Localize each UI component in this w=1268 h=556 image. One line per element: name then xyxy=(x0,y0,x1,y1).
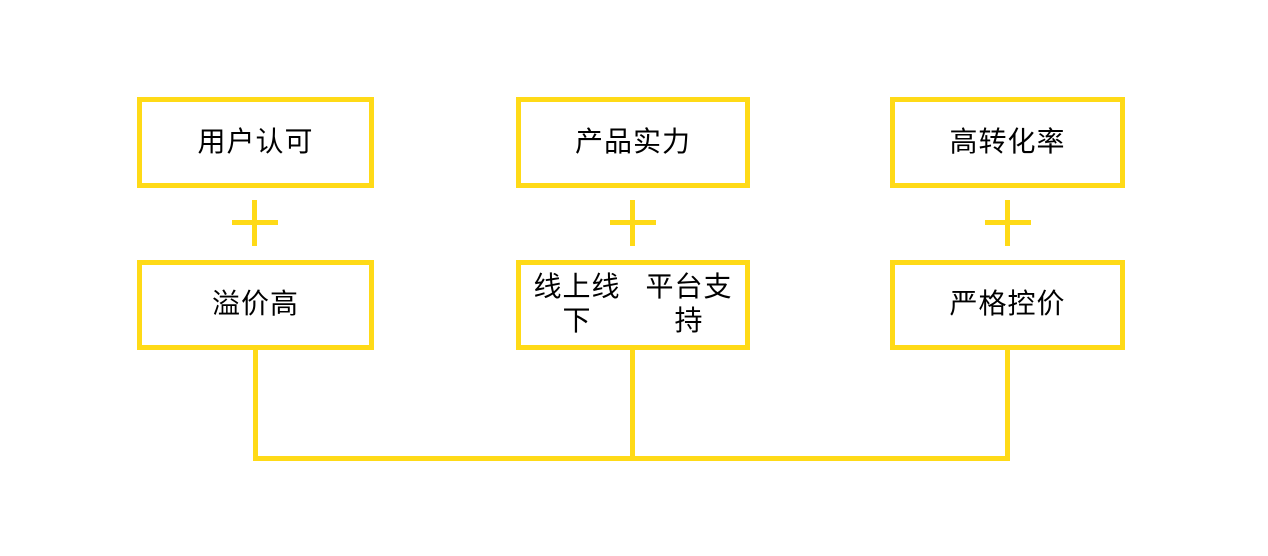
box-high-premium: 溢价高 xyxy=(137,260,374,350)
box-high-conversion-rate: 高转化率 xyxy=(890,97,1125,188)
box-product-strength: 产品实力 xyxy=(516,97,750,188)
plus-icon xyxy=(610,200,656,246)
connector-vline-left xyxy=(253,350,258,458)
plus-icon xyxy=(985,200,1031,246)
box-label: 产品实力 xyxy=(574,126,691,158)
box-label: 高转化率 xyxy=(949,126,1066,158)
plus-icon xyxy=(232,200,278,246)
box-online-offline-platform-support: 线上线下 平台支持 xyxy=(516,260,750,350)
plus-vertical-bar xyxy=(1005,200,1010,246)
plus-vertical-bar xyxy=(252,200,257,246)
box-strict-price-control: 严格控价 xyxy=(890,260,1125,350)
connector-vline-right xyxy=(1005,350,1010,458)
box-label-line2: 平台支持 xyxy=(645,272,733,337)
connector-hline xyxy=(253,456,1010,461)
box-label: 用户认可 xyxy=(197,126,314,158)
plus-vertical-bar xyxy=(630,200,635,246)
box-label: 严格控价 xyxy=(949,289,1066,321)
box-label: 溢价高 xyxy=(211,289,299,321)
connector-vline-middle xyxy=(630,350,635,458)
box-label-line1: 线上线下 xyxy=(533,272,621,337)
box-user-recognition: 用户认可 xyxy=(137,97,374,188)
